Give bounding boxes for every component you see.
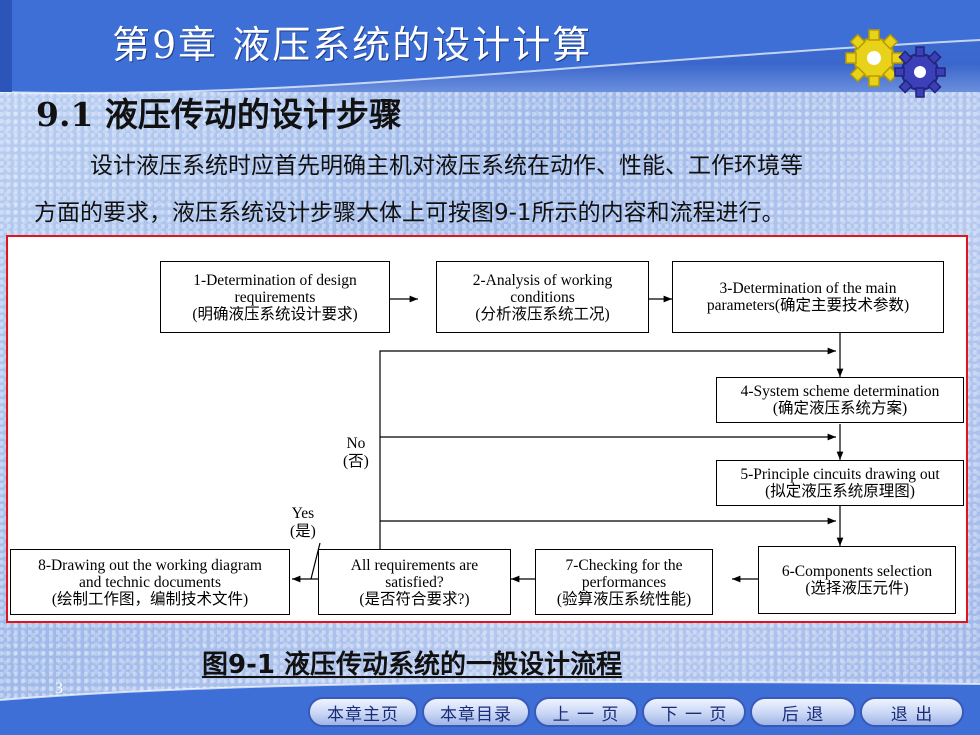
nav-exit-button[interactable]: 退 出 xyxy=(860,697,964,727)
step3-box: 3-Determination of the main parameters(确… xyxy=(672,261,944,333)
step6-line2: (选择液压元件) xyxy=(805,580,909,597)
step2-line3: (分析液压系统工况) xyxy=(475,305,610,323)
step2-box: 2-Analysis of working conditions (分析液压系统… xyxy=(436,261,649,333)
figure-caption: 图9-1 液压传动系统的一般设计流程 xyxy=(202,650,623,680)
yes-label-en: Yes xyxy=(291,505,315,522)
step5-box: 5-Principle cincuits drawing out (拟定液压系统… xyxy=(716,460,964,506)
step1-line1: 1-Determination of design xyxy=(193,271,357,289)
step7-box: 7-Checking for the performances (验算液压系统性… xyxy=(535,549,713,615)
decision-box: All requirements are satisfied? (是否符合要求?… xyxy=(318,549,511,615)
yes-label-zh: (是) xyxy=(290,523,316,540)
step3-line1: 3-Determination of the main xyxy=(719,280,897,297)
step7-line3: (验算液压系统性能) xyxy=(556,590,692,608)
no-label-zh: (否) xyxy=(343,453,369,470)
nav-next-button[interactable]: 下 一 页 xyxy=(642,697,746,727)
page-number: 3 xyxy=(55,680,63,697)
step8-box: 8-Drawing out the working diagram and te… xyxy=(10,549,290,615)
step2-line2: conditions xyxy=(510,288,575,306)
step4-box: 4-System scheme determination (确定液压系统方案) xyxy=(716,377,964,423)
no-label-en: No xyxy=(346,435,366,452)
intro-paragraph-line1: 设计液压系统时应首先明确主机对液压系统在动作、性能、工作环境等 xyxy=(90,153,803,179)
step4-line1: 4-System scheme determination xyxy=(740,383,940,400)
step8-line3: (绘制工作图，编制技术文件) xyxy=(51,590,249,608)
step8-line1: 8-Drawing out the working diagram xyxy=(38,556,262,574)
gears-icon xyxy=(845,29,946,98)
step1-line2: requirements xyxy=(234,288,316,306)
nav-contents-button[interactable]: 本章目录 xyxy=(422,697,530,727)
nav-home-button[interactable]: 本章主页 xyxy=(308,697,418,727)
yes-label: Yes (是) xyxy=(290,505,316,541)
decision-line2: satisfied? xyxy=(385,573,444,591)
intro-paragraph-line2: 方面的要求，液压系统设计步骤大体上可按图9-1所示的内容和流程进行。 xyxy=(34,200,785,226)
flowchart-frame: 1-Determination of design requirements (… xyxy=(6,235,968,623)
nav-back-button[interactable]: 后 退 xyxy=(750,697,856,727)
chapter-title: 第9章 液压系统的设计计算 xyxy=(112,23,593,67)
no-label: No (否) xyxy=(343,435,369,471)
decision-line1: All requirements are xyxy=(350,556,479,574)
step7-line2: performances xyxy=(581,573,667,591)
step1-line3: (明确液压系统设计要求) xyxy=(192,305,358,323)
decision-line3: (是否符合要求?) xyxy=(359,590,470,608)
step8-line2: and technic documents xyxy=(78,573,222,591)
step5-line1: 5-Principle cincuits drawing out xyxy=(740,466,940,483)
step3-line2: parameters(确定主要技术参数) xyxy=(706,297,910,314)
section-title: 9.1 液压传动的设计步骤 xyxy=(36,95,402,134)
step4-line2: (确定液压系统方案) xyxy=(772,400,908,417)
step5-line2: (拟定液压系统原理图) xyxy=(765,483,915,500)
header-curve xyxy=(0,0,980,95)
step1-box: 1-Determination of design requirements (… xyxy=(160,261,390,333)
flowchart-connectors xyxy=(292,295,844,583)
step6-box: 6-Components selection (选择液压元件) xyxy=(758,546,956,614)
step2-line1: 2-Analysis of working xyxy=(472,271,613,289)
nav-prev-button[interactable]: 上 一 页 xyxy=(534,697,638,727)
step6-line1: 6-Components selection xyxy=(781,563,933,580)
step7-line1: 7-Checking for the xyxy=(565,556,683,574)
